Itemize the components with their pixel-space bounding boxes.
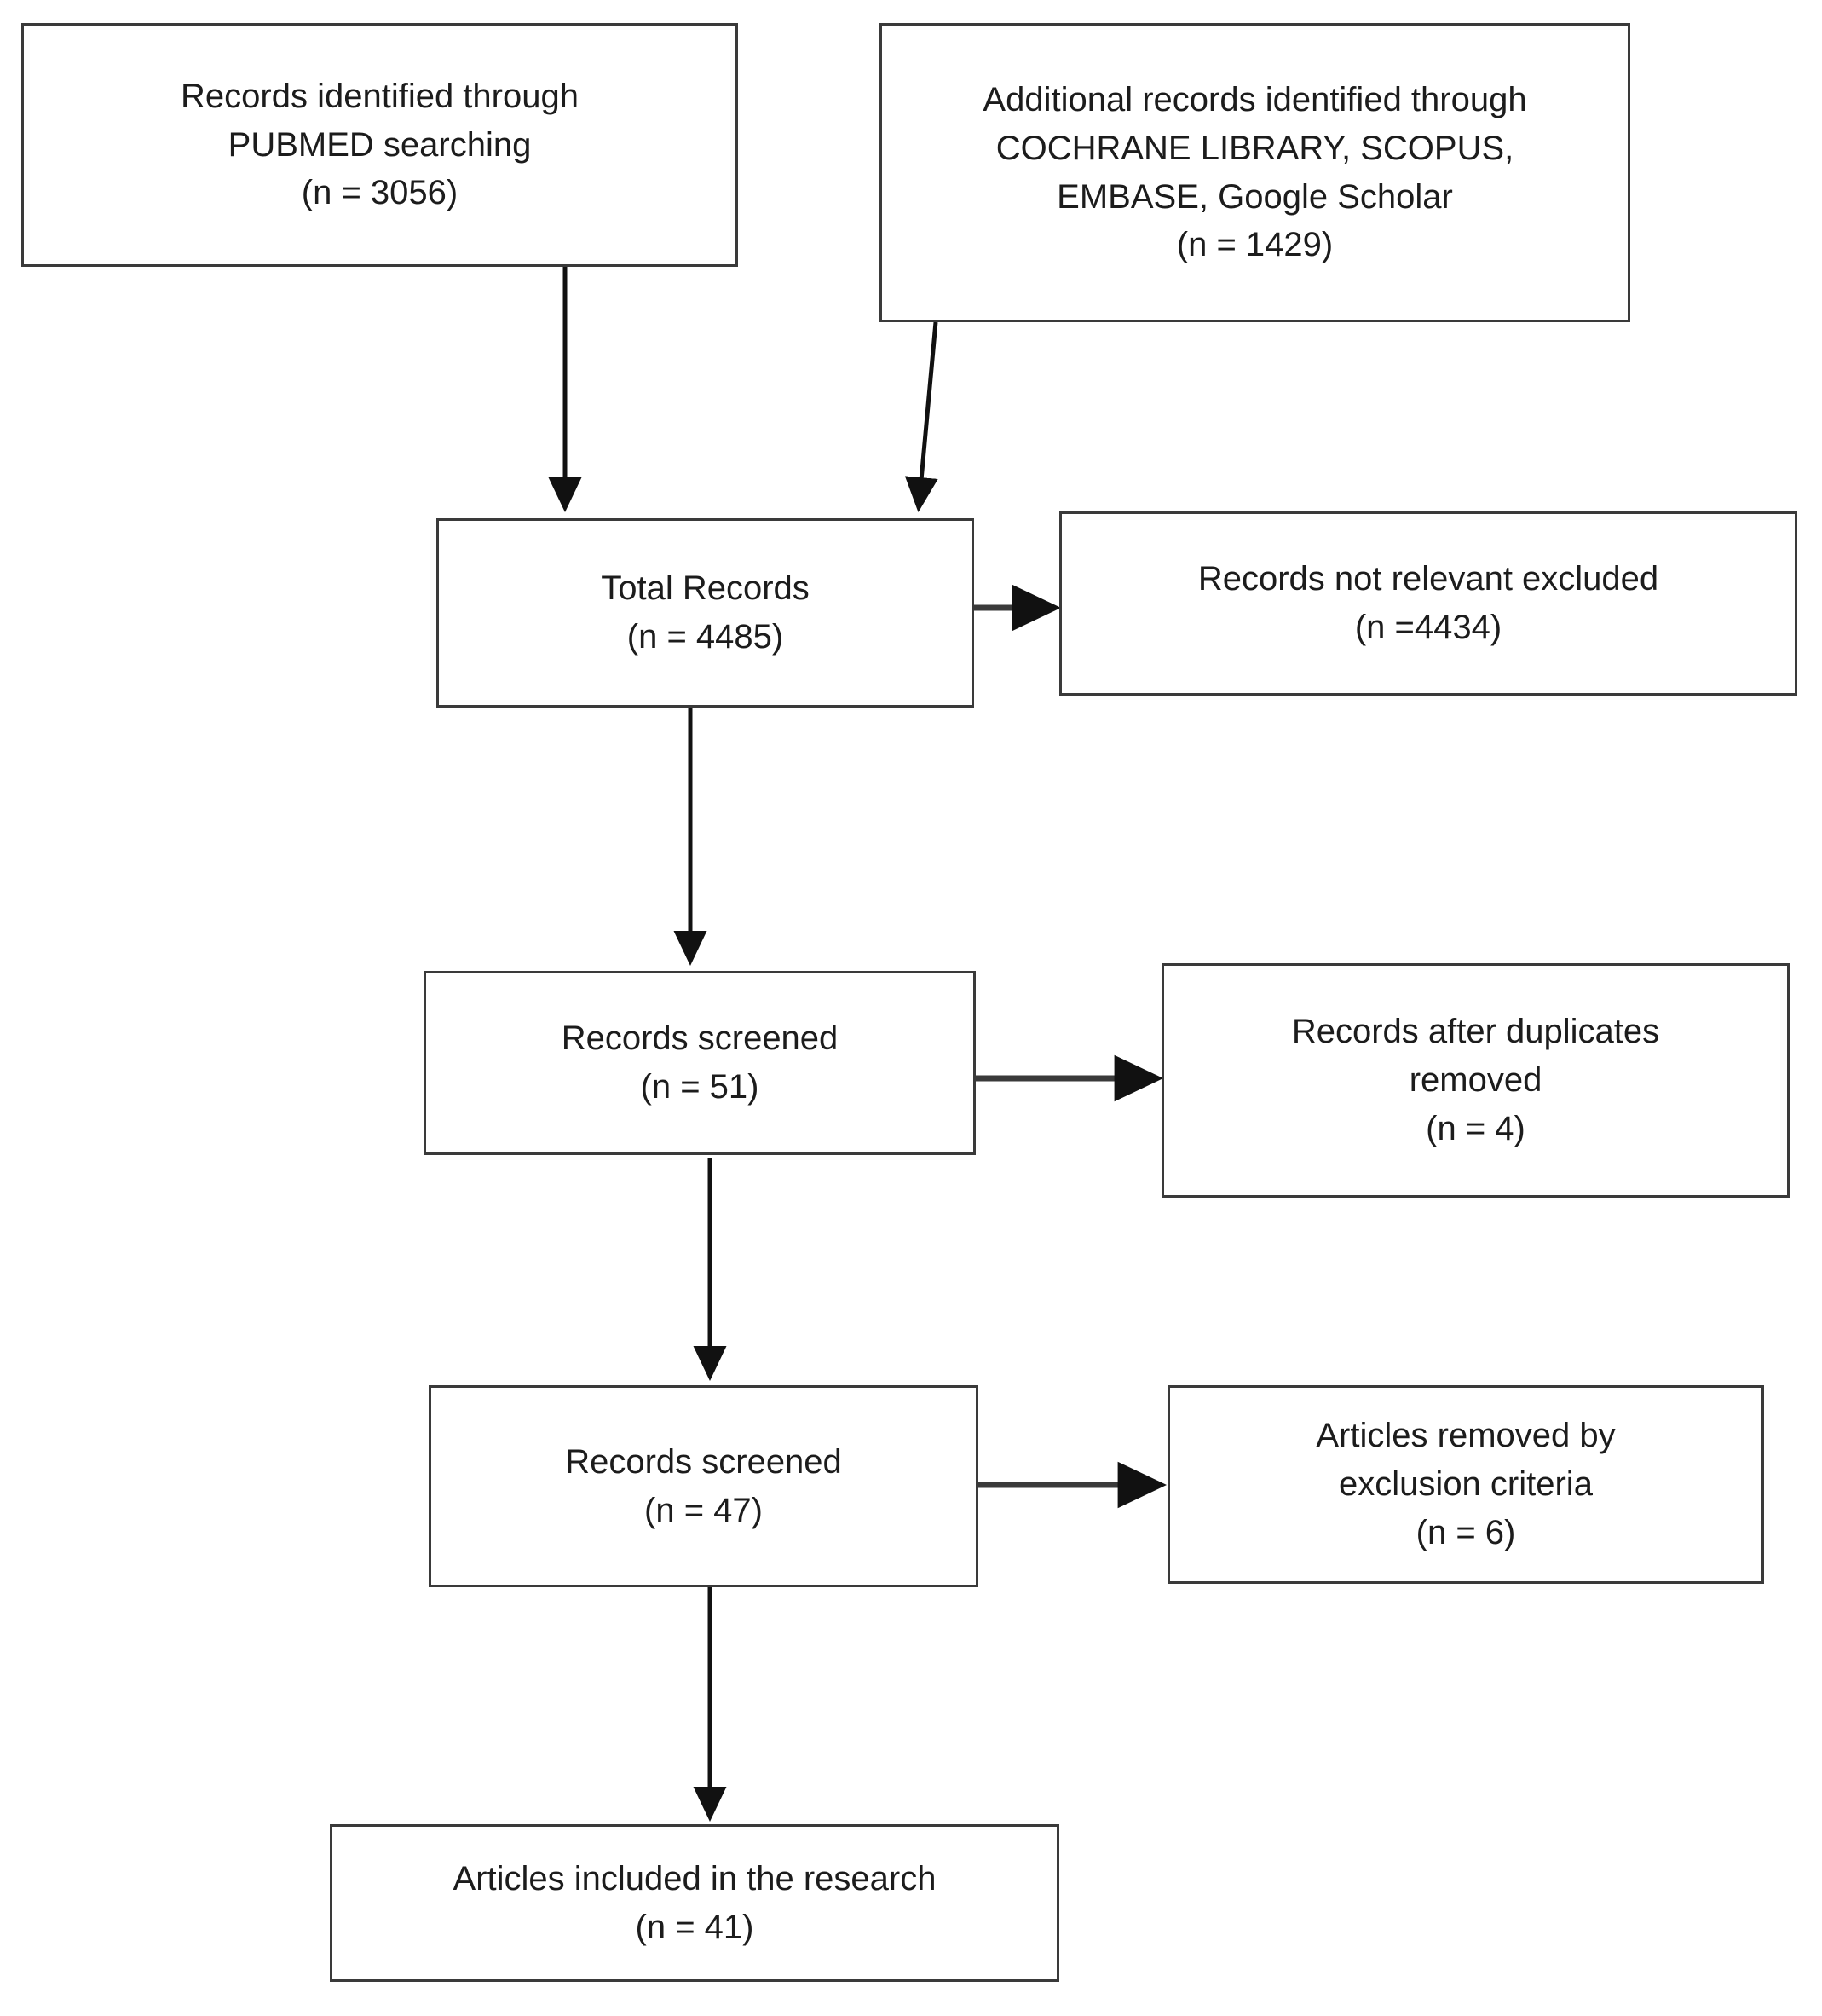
node-line: Records after duplicates: [1291, 1013, 1660, 1051]
edge-additional-to-total: [904, 321, 938, 512]
node-line: Articles removed by: [1316, 1417, 1616, 1455]
node-records-screened-51: Records screened (n = 51): [424, 971, 976, 1155]
node-line: Records screened: [561, 1020, 839, 1058]
node-line: EMBASE, Google Scholar: [1057, 177, 1453, 216]
node-records-screened-47: Records screened (n = 47): [429, 1385, 978, 1587]
node-records-not-relevant-excluded: Records not relevant excluded (n =4434): [1059, 511, 1797, 696]
node-count: (n = 3056): [301, 174, 458, 212]
node-count: (n = 1429): [1176, 226, 1334, 264]
node-line: exclusion criteria: [1339, 1465, 1593, 1504]
node-line: Records identified through: [181, 77, 579, 115]
node-count: (n = 47): [644, 1491, 763, 1529]
node-line: removed: [1409, 1061, 1542, 1100]
node-line: COCHRANE LIBRARY, SCOPUS,: [995, 129, 1514, 167]
node-line: Records not relevant excluded: [1197, 560, 1659, 598]
node-line: Records screened: [565, 1442, 842, 1481]
node-line: Articles included in the research: [453, 1859, 937, 1898]
node-count: (n = 51): [640, 1068, 759, 1106]
node-count: (n =4434): [1354, 609, 1502, 646]
node-line: Total Records: [601, 569, 810, 608]
node-count: (n = 6): [1416, 1513, 1516, 1551]
node-total-records: Total Records (n = 4485): [436, 518, 974, 708]
node-articles-removed-by-exclusion-criteria: Articles removed by exclusion criteria (…: [1168, 1385, 1764, 1584]
node-records-identified-pubmed: Records identified through PUBMED search…: [21, 23, 738, 267]
node-count: (n = 4): [1426, 1109, 1525, 1147]
node-count: (n = 4485): [626, 618, 784, 656]
node-count: (n = 41): [635, 1908, 754, 1946]
node-line: PUBMED searching: [228, 125, 532, 164]
node-records-after-duplicates-removed: Records after duplicates removed (n = 4): [1162, 963, 1790, 1198]
node-line: Additional records identified through: [983, 80, 1527, 118]
node-articles-included-in-research: Articles included in the research (n = 4…: [330, 1824, 1059, 1982]
node-additional-records-identified: Additional records identified through CO…: [879, 23, 1630, 322]
